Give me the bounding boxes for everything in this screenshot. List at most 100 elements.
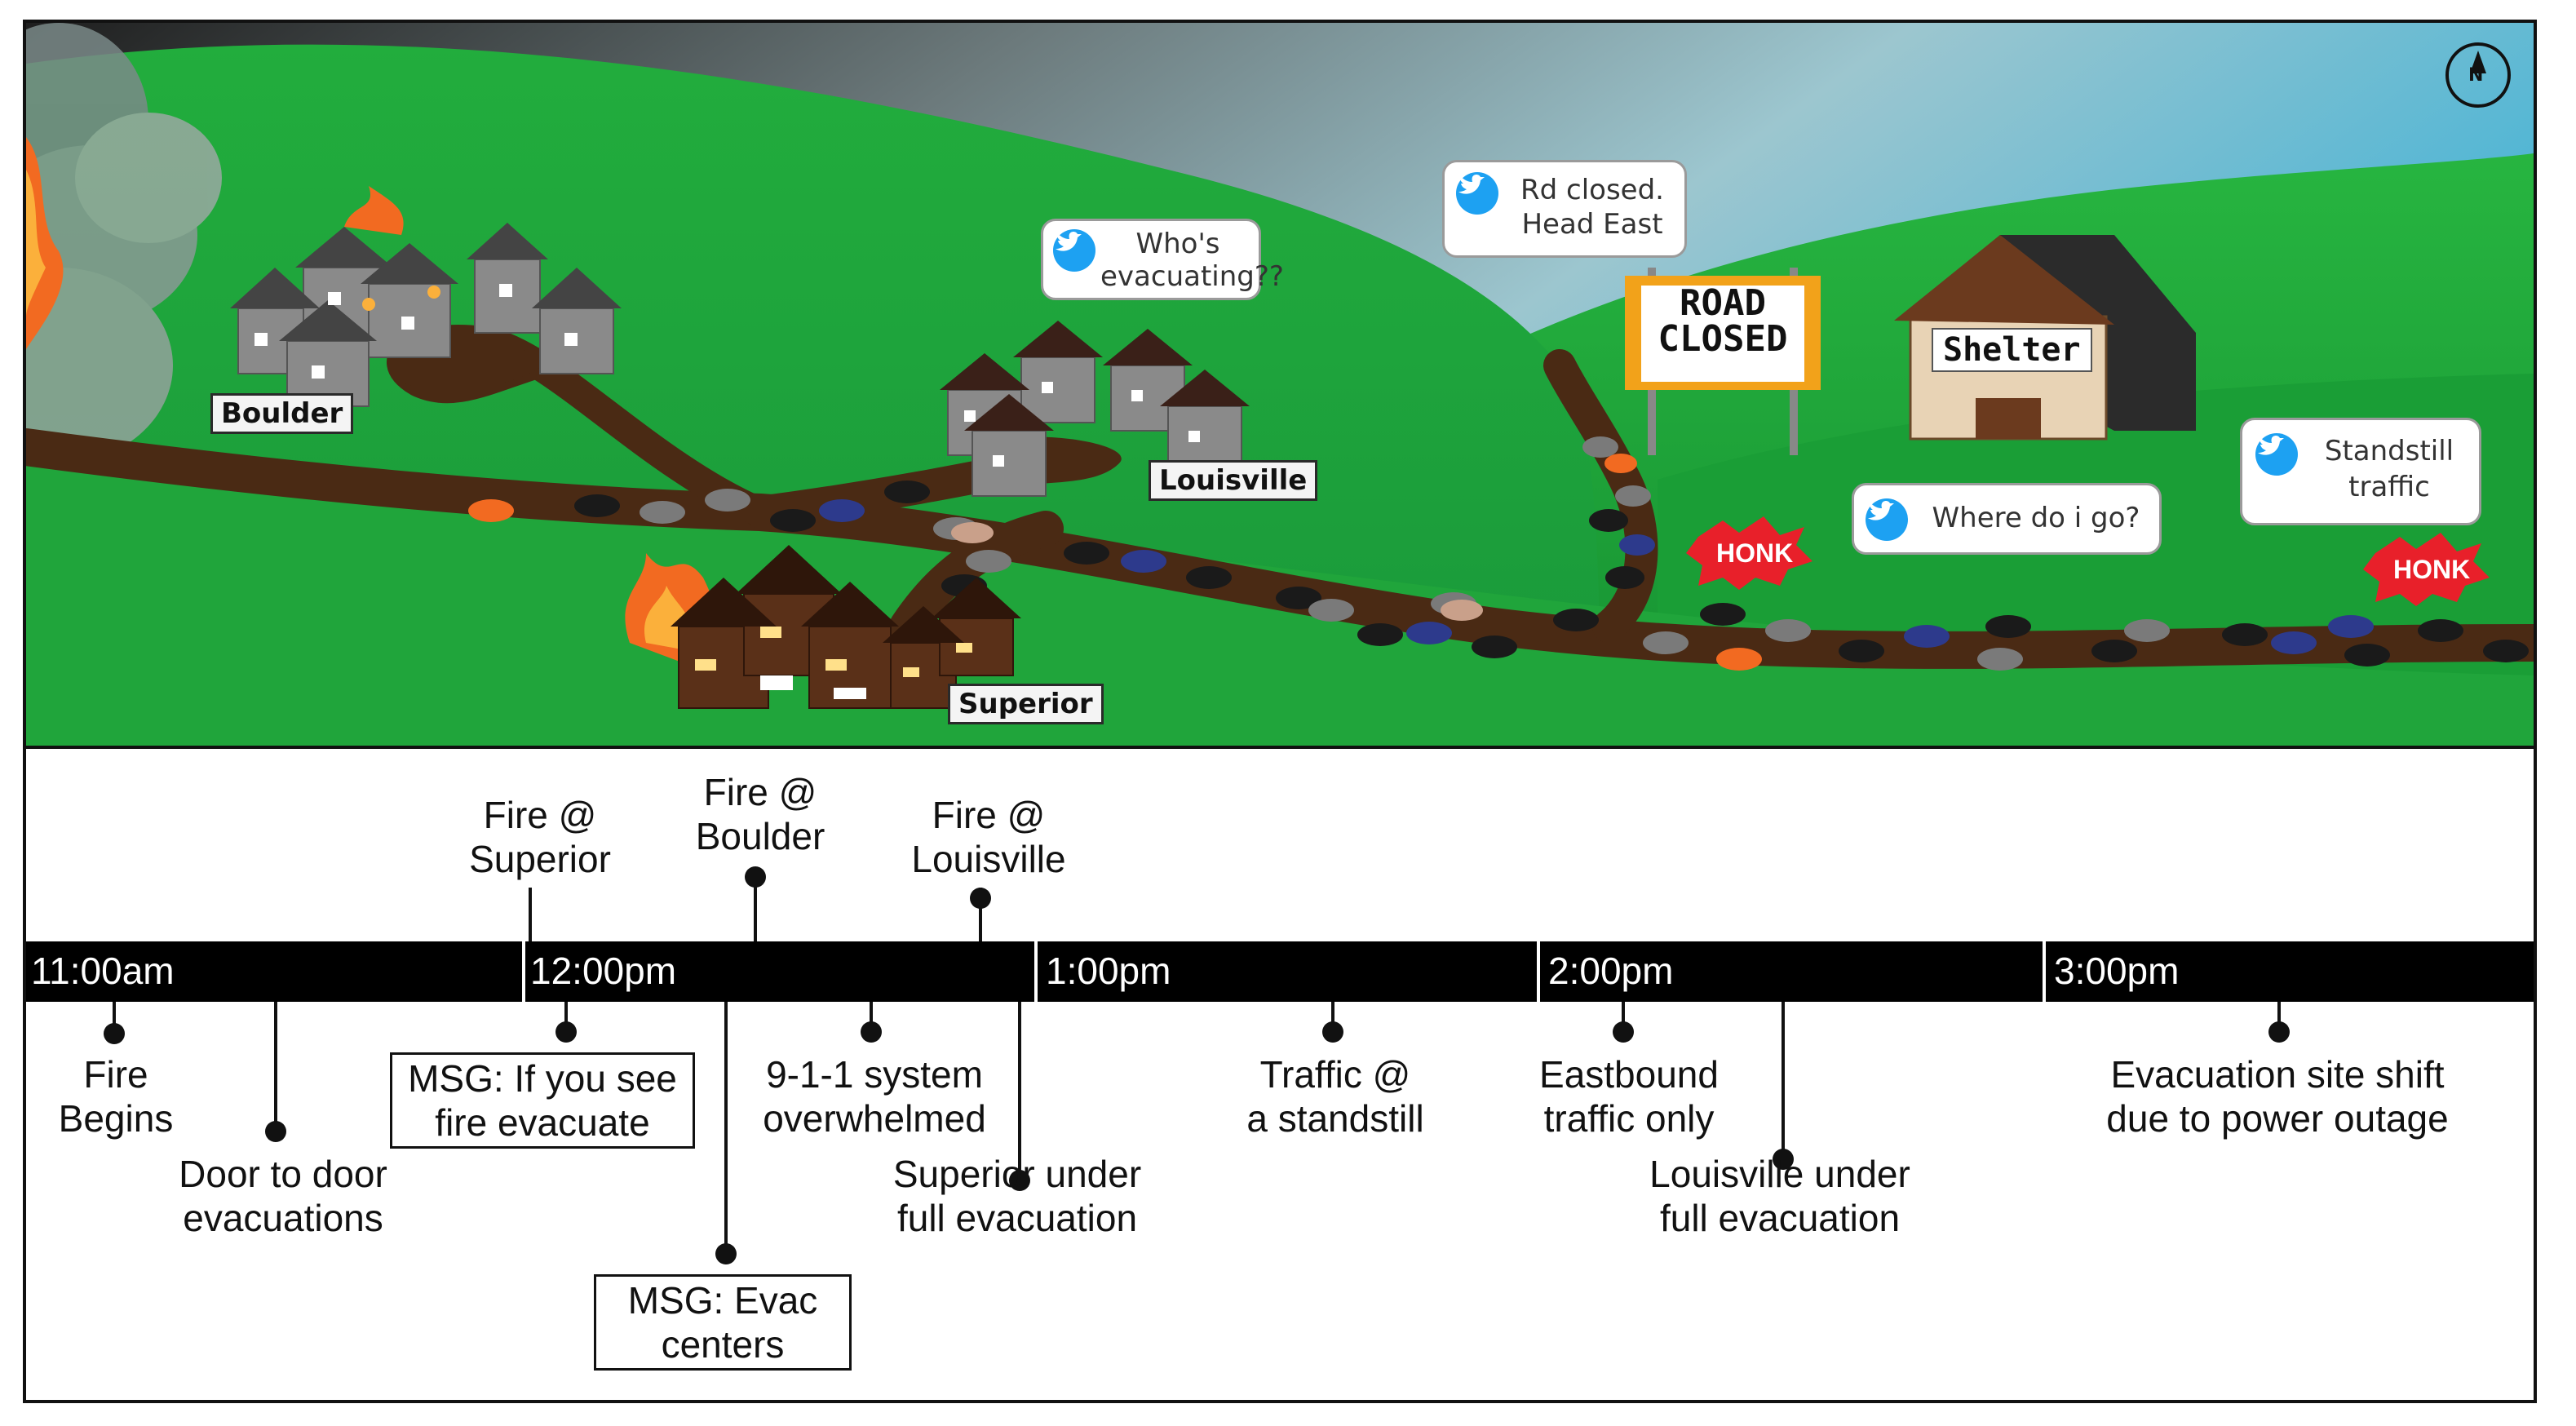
tick-separator — [522, 941, 525, 1002]
tweet-whos-evacuating: Who's evacuating?? — [1041, 219, 1284, 300]
event-line-1: Traffic @ — [1259, 1053, 1411, 1096]
event-dot — [555, 1021, 577, 1043]
tweet-text-line-2: Head East — [1521, 208, 1663, 241]
event-line-2: Begins — [58, 1097, 174, 1140]
tweet-text-line-1: Who's — [1135, 228, 1220, 260]
event-dot — [1322, 1021, 1343, 1043]
road-sign-line-2: CLOSED — [1658, 318, 1788, 360]
honk-label: HONK — [1716, 538, 1794, 568]
event-fire-begins: Fire Begins — [26, 1052, 206, 1140]
stem — [754, 876, 757, 941]
stem — [1782, 1002, 1785, 1154]
tweet-standstill-traffic: Standstill traffic — [2240, 418, 2481, 525]
twitter-bird-icon — [1456, 172, 1498, 215]
event-line-2: full evacuation — [1659, 1197, 1901, 1239]
stem — [2277, 1002, 2281, 1026]
smoke-plume — [26, 23, 222, 463]
town-label-superior: Superior — [948, 684, 1104, 724]
event-line-1: Fire @ — [483, 794, 597, 836]
event-line-2: Boulder — [695, 815, 825, 857]
road-sign-line-1: ROAD — [1680, 282, 1766, 324]
event-line-2: full evacuation — [896, 1197, 1138, 1239]
tweet-road-closed: Rd closed. Head East — [1442, 160, 1687, 258]
event-fire-boulder: Fire @ Boulder — [638, 770, 883, 858]
compass-icon — [2445, 42, 2511, 108]
event-line-2: a standstill — [1246, 1097, 1424, 1140]
event-line-2: centers — [661, 1323, 785, 1366]
stem — [724, 1002, 728, 1247]
event-dot — [2268, 1021, 2290, 1043]
event-fire-louisville: Fire @ Louisville — [858, 793, 1119, 881]
timeline-bar — [26, 941, 2534, 1002]
event-line-2: evacuations — [183, 1197, 383, 1239]
event-dot — [1773, 1149, 1794, 1170]
traffic-cars — [468, 436, 2529, 671]
figure-frame: Boulder Louisville Superior Who's evacua… — [23, 20, 2537, 1403]
tick-label-3pm: 3:00pm — [2054, 950, 2180, 992]
stem — [979, 888, 982, 941]
event-line-1: Door to door — [179, 1153, 387, 1195]
event-evacuation-site-shift: Evacuation site shift due to power outag… — [2065, 1052, 2490, 1140]
event-line-2: Superior — [469, 838, 611, 880]
stem — [274, 1002, 277, 1124]
event-door-to-door: Door to door evacuations — [157, 1152, 409, 1240]
tweet-text: Where do i go? — [1932, 502, 2140, 534]
honk-label: HONK — [2393, 555, 2471, 584]
scene-illustration — [26, 23, 2534, 747]
event-dot — [265, 1121, 286, 1142]
event-line-1: Superior under — [892, 1153, 1142, 1195]
event-line-1: Louisville under — [1649, 1153, 1910, 1195]
event-msg-if-you-see-fire: MSG: If you see fire evacuate — [390, 1052, 695, 1149]
event-dot — [970, 888, 991, 909]
event-dot — [104, 1023, 125, 1044]
town-label-boulder: Boulder — [210, 393, 354, 434]
stem — [529, 888, 532, 941]
event-fire-superior: Fire @ Superior — [409, 793, 671, 881]
shelter-label: Shelter — [1932, 328, 2092, 372]
road-closed-sign — [1625, 268, 1821, 455]
tweet-where-do-i-go: Where do i go? — [1852, 483, 2162, 555]
event-911-overwhelmed: 9-1-1 system overwhelmed — [736, 1052, 1013, 1140]
scene-divider — [26, 746, 2534, 749]
stem — [1018, 1002, 1021, 1176]
superior-houses — [625, 545, 1021, 709]
tick-label-11am: 11:00am — [31, 950, 175, 992]
event-dot — [745, 866, 766, 888]
stem — [113, 1002, 116, 1026]
twitter-bird-icon — [1866, 498, 1908, 541]
event-traffic-standstill: Traffic @ a standstill — [1201, 1052, 1470, 1140]
event-line-2: Louisville — [911, 838, 1066, 880]
tweet-text-line-1: Standstill — [2324, 435, 2454, 467]
compass-label: N — [2468, 65, 2484, 86]
tick-separator — [1034, 941, 1038, 1002]
tweet-text-line-1: Rd closed. — [1520, 174, 1664, 206]
tick-separator — [2043, 941, 2046, 1002]
event-eastbound-only: Eastbound traffic only — [1494, 1052, 1764, 1140]
twitter-bird-icon — [2255, 433, 2298, 476]
stem — [1331, 1002, 1334, 1026]
event-line-2: traffic only — [1543, 1097, 1715, 1140]
tick-label-12pm: 12:00pm — [530, 950, 677, 992]
event-line-1: Fire — [83, 1053, 148, 1096]
event-line-2: due to power outage — [2106, 1097, 2449, 1140]
event-line-1: MSG: Evac — [627, 1279, 818, 1322]
event-msg-evac-centers: MSG: Evac centers — [594, 1274, 852, 1371]
event-line-1: 9-1-1 system — [766, 1053, 983, 1096]
stem — [564, 1002, 568, 1030]
tweet-text-line-2: evacuating?? — [1100, 260, 1284, 293]
honk-bursts — [1686, 516, 2490, 606]
event-line-1: MSG: If you see — [408, 1057, 677, 1100]
event-line-2: fire evacuate — [435, 1101, 650, 1144]
event-line-1: Fire @ — [932, 794, 1046, 836]
event-line-1: Evacuation site shift — [2110, 1053, 2445, 1096]
event-dot — [1613, 1021, 1634, 1043]
event-superior-full-evacuation: Superior under full evacuation — [866, 1152, 1168, 1240]
louisville-houses — [940, 321, 1250, 497]
town-label-louisville: Louisville — [1149, 460, 1318, 501]
wildfire-left-edge — [26, 137, 64, 349]
tick-label-1pm: 1:00pm — [1046, 950, 1171, 992]
twitter-bird-icon — [1053, 229, 1095, 272]
tick-label-2pm: 2:00pm — [1548, 950, 1674, 992]
evacuation-scene: Boulder Louisville Superior Who's evacua… — [26, 23, 2534, 747]
event-dot — [715, 1243, 737, 1264]
